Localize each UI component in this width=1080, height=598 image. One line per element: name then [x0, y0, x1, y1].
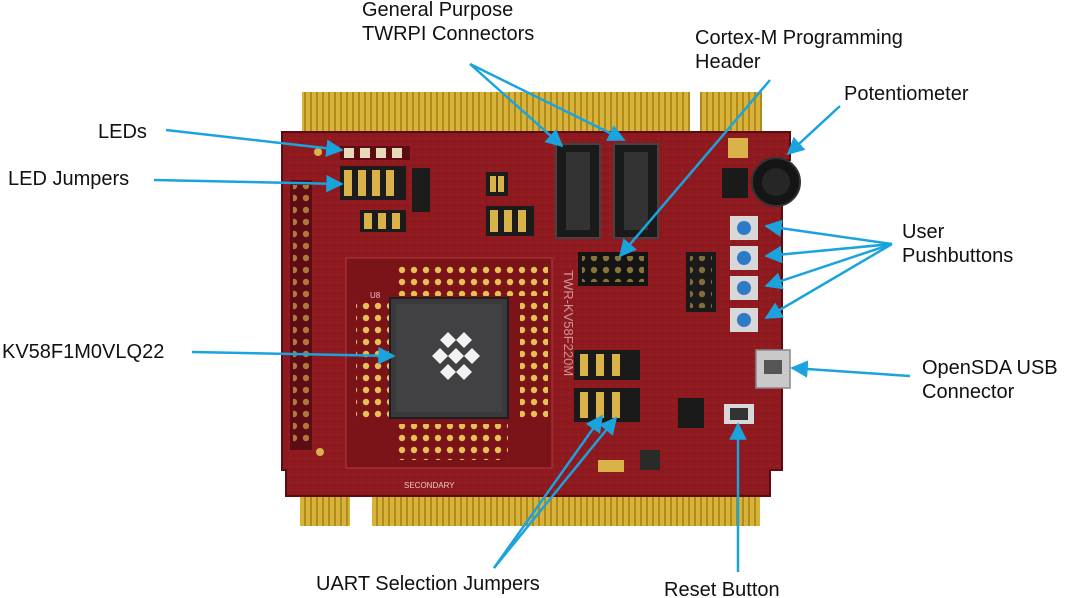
arrow-leds: [165, 128, 344, 157]
label-cortex-m-line2: Header: [695, 51, 761, 73]
label-uart-jumpers-text: UART Selection Jumpers: [316, 573, 540, 595]
arrow-usb: [790, 360, 911, 378]
arrow-cortex: [618, 79, 771, 258]
label-opensda-usb-line2: Connector: [922, 381, 1015, 403]
arrow-twrpi-1: [469, 63, 564, 148]
reset-button: [724, 404, 754, 424]
arrow-led-jumpers: [153, 174, 344, 193]
label-leds-text: LEDs: [98, 121, 147, 143]
label-potentiometer: Potentiometer: [844, 82, 969, 106]
label-uart-jumpers: UART Selection Jumpers: [316, 572, 540, 596]
u8-silk: U8: [370, 291, 381, 300]
uart-jumpers: [574, 350, 704, 428]
label-general-purpose-line1: General Purpose: [362, 0, 514, 21]
label-led-jumpers-text: LED Jumpers: [8, 168, 130, 190]
arrow-twrpi-2: [469, 62, 626, 142]
cortex-m-header: [578, 252, 648, 286]
potentiometer: [722, 138, 801, 207]
pushbuttons: [686, 216, 758, 332]
label-led-jumpers: LED Jumpers: [8, 167, 129, 191]
label-opensda-usb-line1: OpenSDA USB: [922, 357, 1058, 379]
label-mcu-text: KV58F1M0VLQ22: [2, 341, 165, 363]
arrow-uart-2: [493, 416, 618, 569]
label-potentiometer-text: Potentiometer: [844, 83, 969, 105]
chip-logo: [432, 332, 480, 380]
arrow-pb-4: [764, 242, 893, 320]
label-mcu: KV58F1M0VLQ22: [2, 340, 164, 364]
secondary-silk: SECONDARY: [404, 481, 455, 490]
label-reset-button: Reset Button: [664, 578, 780, 598]
board-name-silk: TWR-KV58F220M: [561, 270, 576, 376]
led-jumper-block: [340, 166, 406, 232]
twrpi-connectors: [555, 143, 659, 239]
label-cortex-m: Cortex-M Programming Header: [695, 26, 903, 74]
label-reset-button-text: Reset Button: [664, 579, 780, 598]
callout-arrows: [153, 62, 911, 572]
usb-connector: [755, 349, 791, 389]
arrow-pb-1: [764, 219, 893, 246]
led-row: [340, 146, 410, 160]
label-user-pushbuttons: User Pushbuttons: [902, 220, 1013, 268]
top-edge-connector-left: [302, 92, 690, 132]
arrow-pb-3: [764, 242, 893, 290]
label-user-pushbuttons-line2: Pushbuttons: [902, 245, 1014, 267]
label-user-pushbuttons-line1: User: [902, 221, 945, 243]
arrow-uart-1: [492, 414, 604, 569]
label-general-purpose-line2: TWRPI Connectors: [362, 23, 535, 45]
arrow-mcu: [191, 346, 396, 365]
arrow-potentiometer: [786, 105, 841, 156]
label-leds: LEDs: [98, 120, 147, 144]
mcu-area: [345, 257, 553, 469]
arrow-pb-2: [764, 242, 893, 264]
label-opensda-usb: OpenSDA USB Connector: [922, 356, 1058, 404]
label-cortex-m-line1: Cortex-M Programming: [695, 27, 903, 49]
label-general-purpose: General Purpose TWRPI Connectors: [362, 0, 534, 46]
